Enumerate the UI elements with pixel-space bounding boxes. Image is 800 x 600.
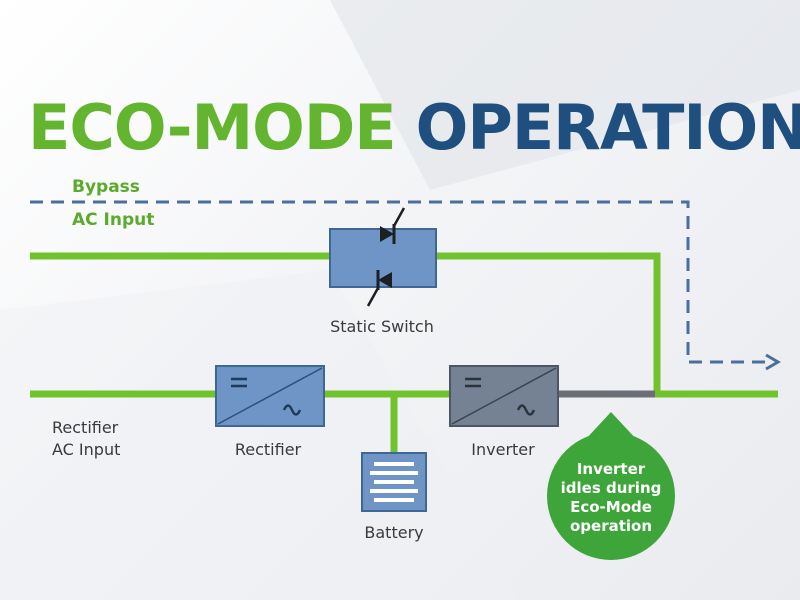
callout-text-line3: Eco-Mode — [570, 498, 652, 516]
thyristor-bottom-icon — [366, 270, 392, 307]
static-switch: Static Switch — [329, 207, 437, 336]
inverter-dc-symbol-icon — [465, 377, 481, 388]
battery: Battery — [361, 452, 427, 542]
ac-wave-icon — [282, 404, 302, 416]
inverter-label: Inverter — [471, 440, 535, 459]
callout-text-line2: idles during — [561, 479, 662, 497]
callout-text-line1: Inverter — [577, 460, 646, 478]
rectifier-diagonal — [217, 367, 323, 425]
rectifier: Rectifier — [215, 365, 325, 459]
title-operation: OPERATION — [415, 91, 800, 164]
title-eco-mode: ECO-MODE — [28, 91, 397, 164]
battery-label: Battery — [364, 523, 423, 542]
inverter: Inverter — [449, 365, 559, 459]
rectifier-label: Rectifier — [235, 440, 302, 459]
inverter-diagonal — [451, 367, 557, 425]
static-switch-label: Static Switch — [330, 317, 434, 336]
callout-pointer — [585, 412, 637, 440]
thyristor-top-icon — [380, 207, 406, 244]
inverter-idle-callout: Inverter idles during Eco-Mode operation — [547, 412, 675, 560]
ac-input-label: AC Input — [72, 210, 154, 230]
inverter-ac-wave-icon — [516, 404, 536, 416]
power-lines — [30, 252, 778, 453]
callout-bubble — [547, 432, 675, 560]
static-switch-output-line — [436, 252, 661, 394]
rectifier-ac-input-label-line1: Rectifier — [52, 418, 119, 437]
dc-symbol-icon — [231, 377, 247, 388]
bypass-line — [30, 200, 781, 371]
bypass-arrow-icon — [765, 353, 781, 371]
battery-cells-icon — [370, 462, 418, 502]
bypass-label: Bypass — [72, 177, 140, 197]
callout-text-line4: operation — [570, 517, 652, 535]
rectifier-ac-input-label-line2: AC Input — [52, 440, 120, 459]
